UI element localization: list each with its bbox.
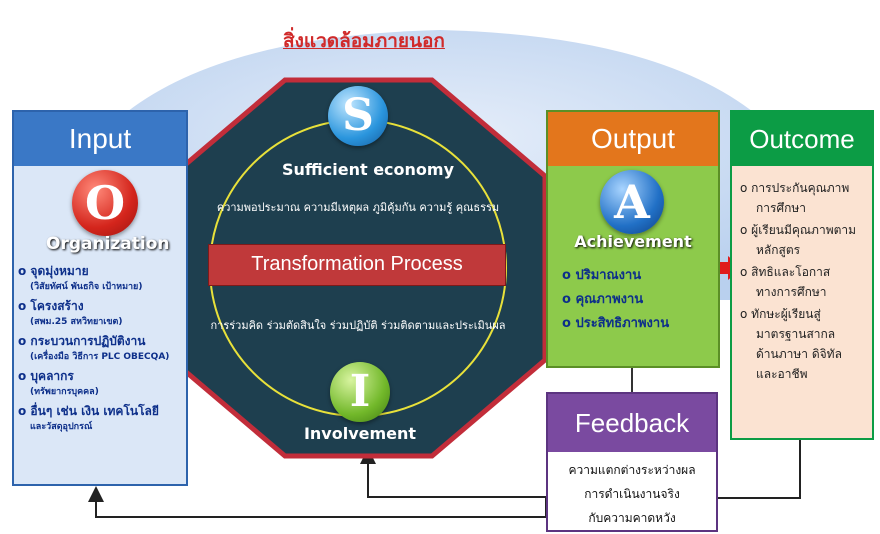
input-item-title: o บุคลากร — [18, 369, 74, 383]
output-header: Output — [548, 112, 718, 166]
outcome-item-line: ทางการศึกษา — [756, 285, 827, 299]
outcome-item-line: หลักสูตร — [756, 243, 801, 257]
feedback-loop-arrow-inner — [360, 448, 546, 498]
feedback-line: ความแตกต่างระหว่างผล — [568, 463, 696, 477]
outcome-header: Outcome — [732, 112, 872, 166]
outcome-item-line: มาตรฐานสากล — [756, 327, 836, 341]
feedback-box: Feedback ความแตกต่างระหว่างผลการดำเนินงา… — [546, 392, 718, 532]
achievement-ball: A — [600, 170, 664, 234]
outcome-item: o การประกันคุณภาพการศึกษา — [740, 178, 874, 218]
organization-letter: O — [84, 176, 126, 230]
involvement-ball: I — [330, 362, 390, 422]
outcome-item-line: ด้านภาษา ดิจิทัล — [756, 347, 842, 361]
outcome-item-line: การศึกษา — [756, 201, 806, 215]
input-item: o กระบวนการปฏิบัติงาน (เครื่องมือ วิธีการ… — [18, 332, 188, 365]
transformation-process-bar: Transformation Process — [208, 244, 506, 286]
sufficiency-description: ความพอประมาณ ความมีเหตุผล ภูมิคุ้มกัน คว… — [216, 201, 500, 214]
environment-label: สิ่งแวดล้อมภายนอก — [283, 30, 445, 52]
sufficient-economy-caption: Sufficient economy — [282, 160, 454, 179]
achievement-letter: A — [614, 175, 650, 229]
input-item-title: o กระบวนการปฏิบัติงาน — [18, 334, 146, 348]
input-list: o จุดมุ่งหมาย (วิสัยทัศน์ พันธกิจ เป้าหมา… — [18, 262, 188, 437]
outcome-item-line: o สิทธิและโอกาส — [740, 265, 831, 279]
input-item: o จุดมุ่งหมาย (วิสัยทัศน์ พันธกิจ เป้าหมา… — [18, 262, 188, 295]
outcome-item-line: และอาชีพ — [756, 367, 808, 381]
feedback-text: ความแตกต่างระหว่างผลการดำเนินงานจริงกับค… — [548, 458, 716, 530]
outcome-item: o สิทธิและโอกาสทางการศึกษา — [740, 262, 874, 302]
input-item-title: o โครงสร้าง — [18, 299, 84, 313]
outcome-item: o ผู้เรียนมีคุณภาพตามหลักสูตร — [740, 220, 874, 260]
outcome-return-line — [718, 440, 801, 499]
input-item-sub: (ทรัพยากรบุคคล) — [30, 387, 99, 397]
sufficient-economy-letter: S — [342, 90, 374, 141]
output-item: o ปริมาณงาน — [562, 268, 642, 283]
involvement-letter: I — [349, 366, 371, 417]
input-box: Input O Organization o จุดมุ่งหมาย (วิสัย… — [12, 110, 188, 486]
input-item-sub: (เครื่องมือ วิธีการ PLC OBECQA) — [30, 352, 170, 362]
involvement-caption: Involvement — [303, 424, 417, 443]
input-item-sub: (สพม.25 สหวิทยาเขต) — [30, 317, 123, 327]
output-item: o ประสิทธิภาพงาน — [562, 316, 670, 331]
input-item: o อื่นๆ เช่น เงิน เทคโนโลยีและวัสดุอุปกร… — [18, 402, 188, 435]
output-item: o คุณภาพงาน — [562, 292, 644, 307]
feedback-line: กับความคาดหวัง — [588, 511, 676, 525]
sufficient-economy-ball: S — [328, 86, 388, 146]
organization-ball: O — [72, 170, 138, 236]
feedback-header: Feedback — [548, 394, 716, 452]
feedback-line: การดำเนินงานจริง — [584, 487, 680, 501]
input-item-title: o อื่นๆ เช่น เงิน เทคโนโลยี — [18, 404, 159, 418]
outcome-item: o ทักษะผู้เรียนสู่มาตรฐานสากลด้านภาษา ดิ… — [740, 304, 874, 384]
output-box: Output A Achievement o ปริมาณงาน o คุณภาพ… — [546, 110, 720, 368]
output-list: o ปริมาณงาน o คุณภาพงาน o ประสิทธิภาพงาน — [562, 264, 712, 336]
input-item: o บุคลากร (ทรัพยากรบุคคล) — [18, 367, 188, 400]
outcome-item-line: o การประกันคุณภาพ — [740, 181, 850, 195]
input-header: Input — [14, 112, 186, 166]
involvement-description: การร่วมคิด ร่วมตัดสินใจ ร่วมปฏิบัติ ร่วม… — [210, 319, 506, 332]
input-item-sub: และวัสดุอุปกรณ์ — [30, 422, 93, 432]
input-item: o โครงสร้าง (สพม.25 สหวิทยาเขต) — [18, 297, 188, 330]
organization-caption: Organization — [46, 234, 170, 254]
outcome-item-line: o ทักษะผู้เรียนสู่ — [740, 307, 821, 321]
transformation-process-label: Transformation Process — [251, 253, 463, 275]
outcome-item-line: o ผู้เรียนมีคุณภาพตาม — [740, 223, 857, 237]
achievement-caption: Achievement — [574, 232, 692, 251]
input-item-sub: (วิสัยทัศน์ พันธกิจ เป้าหมาย) — [30, 282, 143, 292]
input-item-title: o จุดมุ่งหมาย — [18, 264, 89, 278]
